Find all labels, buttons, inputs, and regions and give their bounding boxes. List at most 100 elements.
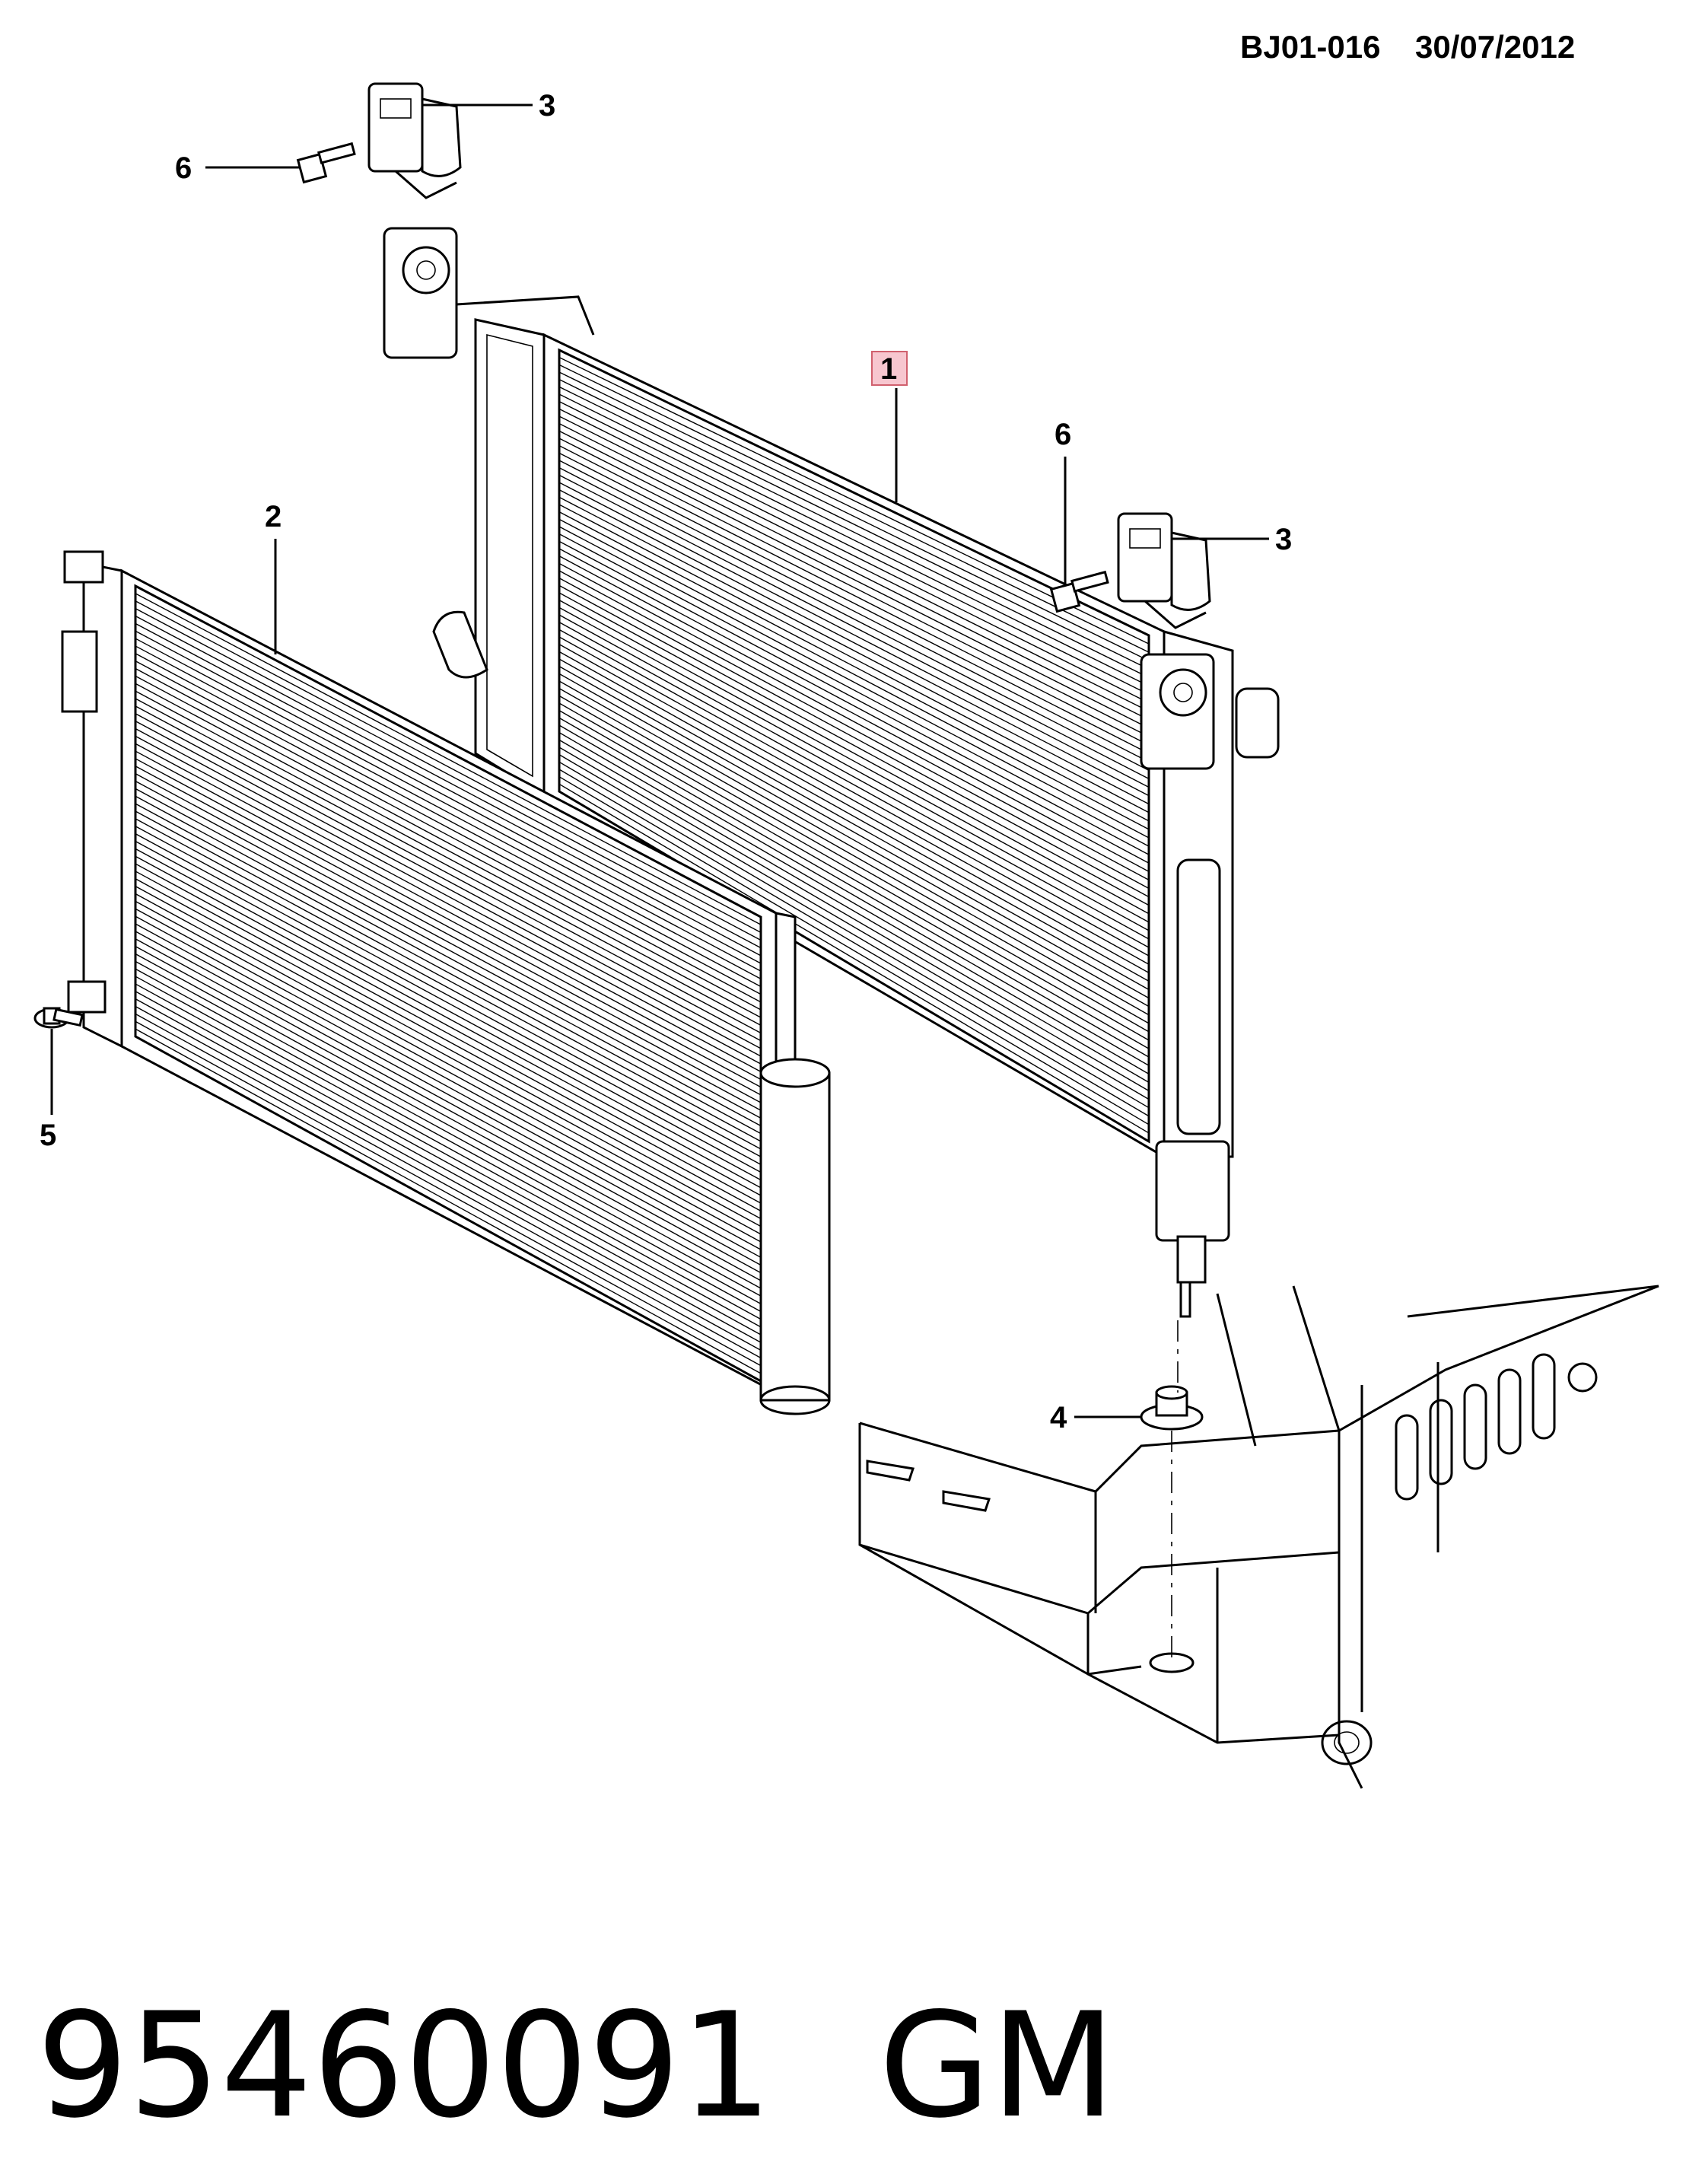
part-number: 95460091 bbox=[37, 1982, 772, 2150]
callout-6-right[interactable]: 6 bbox=[1055, 418, 1071, 451]
fin-line bbox=[135, 840, 762, 1181]
screw[interactable] bbox=[33, 1007, 84, 1029]
fin-line bbox=[135, 998, 762, 1343]
insulator[interactable] bbox=[1140, 1385, 1204, 1431]
fin-line bbox=[135, 1005, 762, 1351]
fin-line bbox=[558, 452, 1150, 754]
condenser[interactable] bbox=[61, 550, 831, 1415]
fin-line bbox=[558, 673, 1150, 1008]
fin-line bbox=[135, 683, 762, 1018]
bolt-right[interactable] bbox=[1049, 570, 1109, 613]
fin-line bbox=[558, 430, 1150, 729]
fin-line bbox=[558, 570, 1150, 890]
fin-line bbox=[135, 893, 762, 1235]
condenser-fins bbox=[135, 593, 762, 1374]
callout-5[interactable]: 5 bbox=[40, 1119, 56, 1152]
fin-line bbox=[558, 717, 1150, 1058]
fin-line bbox=[135, 607, 762, 941]
fin-line bbox=[558, 695, 1150, 1033]
fin-line bbox=[135, 698, 762, 1034]
callout-1[interactable]: 1 bbox=[880, 352, 897, 386]
fin-line bbox=[558, 783, 1150, 1134]
fin-line bbox=[135, 600, 762, 933]
fin-line bbox=[558, 401, 1150, 696]
fin-line bbox=[135, 750, 762, 1088]
fin-line bbox=[135, 953, 762, 1297]
callout-1-border bbox=[871, 351, 908, 386]
fin-line bbox=[135, 833, 762, 1173]
fin-line bbox=[558, 518, 1150, 830]
front-end-crossmember bbox=[858, 1285, 1659, 1789]
fin-line bbox=[558, 600, 1150, 923]
fin-line bbox=[135, 758, 762, 1096]
fin-line bbox=[135, 645, 762, 979]
callout-3-right[interactable]: 3 bbox=[1275, 523, 1292, 556]
fin-line bbox=[135, 976, 762, 1320]
fin-line bbox=[558, 629, 1150, 957]
callout-2[interactable]: 2 bbox=[265, 500, 282, 533]
fin-line bbox=[558, 578, 1150, 898]
fin-line bbox=[135, 900, 762, 1243]
callout-6-top[interactable]: 6 bbox=[175, 151, 192, 185]
fin-line bbox=[135, 938, 762, 1281]
fin-line bbox=[558, 680, 1150, 1016]
fin-line bbox=[135, 780, 762, 1119]
fin-line bbox=[558, 776, 1150, 1125]
fin-line bbox=[135, 871, 762, 1211]
fin-line bbox=[135, 945, 762, 1289]
callout-1-highlight bbox=[872, 352, 907, 385]
fin-line bbox=[558, 666, 1150, 999]
fin-line bbox=[558, 540, 1150, 855]
fin-line bbox=[558, 548, 1150, 864]
fin-line bbox=[558, 592, 1150, 915]
fin-line bbox=[558, 644, 1150, 973]
callout-4[interactable]: 4 bbox=[1050, 1401, 1067, 1434]
fin-line bbox=[558, 651, 1150, 982]
fin-line bbox=[135, 863, 762, 1204]
fin-line bbox=[558, 511, 1150, 822]
fin-line bbox=[135, 653, 762, 988]
fin-line bbox=[558, 606, 1150, 931]
bolt-upper[interactable] bbox=[296, 142, 356, 184]
fin-line bbox=[135, 991, 762, 1336]
fin-line bbox=[135, 638, 762, 972]
fin-line bbox=[558, 724, 1150, 1066]
fin-line bbox=[135, 593, 762, 925]
fin-line bbox=[135, 727, 762, 1065]
fin-line bbox=[558, 445, 1150, 746]
fin-line bbox=[135, 766, 762, 1103]
fin-line bbox=[135, 848, 762, 1189]
diagram-code: BJ01-016 bbox=[1240, 29, 1380, 65]
fin-line bbox=[558, 769, 1150, 1117]
fin-line bbox=[558, 371, 1150, 661]
fin-line bbox=[558, 415, 1150, 712]
fin-line bbox=[135, 1020, 762, 1367]
upper-bracket-left[interactable] bbox=[367, 82, 462, 199]
fin-line bbox=[135, 773, 762, 1111]
brand: GM bbox=[879, 1982, 1115, 2150]
fin-line bbox=[135, 690, 762, 1026]
fin-line bbox=[135, 810, 762, 1150]
fin-line bbox=[135, 1013, 762, 1359]
fin-line bbox=[135, 960, 762, 1304]
fin-line bbox=[135, 705, 762, 1042]
radiator[interactable] bbox=[383, 227, 1280, 1318]
fin-line bbox=[558, 489, 1150, 797]
fin-line bbox=[558, 556, 1150, 872]
fin-line bbox=[558, 658, 1150, 991]
fin-line bbox=[558, 467, 1150, 771]
fin-line bbox=[135, 915, 762, 1258]
upper-bracket-right[interactable] bbox=[1117, 512, 1211, 629]
fin-line bbox=[135, 795, 762, 1135]
fin-line bbox=[558, 754, 1150, 1100]
fin-line bbox=[558, 438, 1150, 737]
fin-line bbox=[135, 735, 762, 1072]
fin-line bbox=[135, 818, 762, 1157]
fin-line bbox=[135, 886, 762, 1227]
callout-3-top[interactable]: 3 bbox=[539, 89, 555, 123]
fin-line bbox=[558, 364, 1150, 653]
fin-line bbox=[558, 584, 1150, 906]
fin-line bbox=[558, 562, 1150, 881]
fin-line bbox=[558, 393, 1150, 687]
